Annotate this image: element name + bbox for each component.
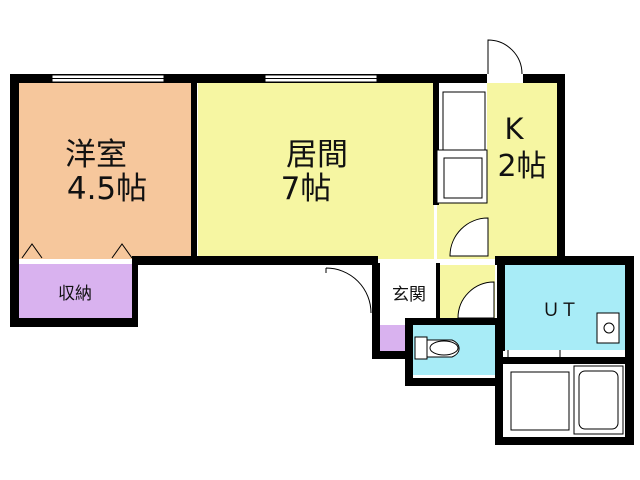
entrance-step-fill (380, 265, 436, 320)
window-icon (264, 74, 378, 83)
living-room-size: 7帖 (281, 171, 332, 207)
closet-fill (18, 264, 133, 319)
closet-label: 収納 (58, 284, 92, 304)
window-icon (51, 74, 165, 83)
western-room-name: 洋室 (65, 137, 127, 173)
door-swing-icon (449, 217, 489, 257)
door-swing-icon (507, 350, 561, 366)
kitchen-fill (487, 82, 557, 259)
door-swing-icon (21, 243, 133, 259)
washbasin-icon (596, 312, 620, 344)
door-swing-icon (487, 39, 523, 83)
door-swing-icon (325, 267, 372, 314)
bathtub-icon (503, 364, 625, 437)
shoe-box-fill (380, 325, 406, 351)
western-room-size: 4.5帖 (67, 171, 147, 207)
western-room-fill (18, 82, 192, 259)
door-swing-icon (457, 281, 495, 319)
kitchen-name: K (504, 112, 524, 146)
living-room-fill (198, 82, 434, 259)
kitchen-size: 2帖 (497, 149, 546, 184)
living-room-name: 居間 (286, 137, 348, 173)
toilet-icon (414, 336, 460, 360)
entrance-label: 玄関 (392, 285, 426, 305)
utility-label: ＵＴ (542, 300, 578, 321)
stove-icon (443, 157, 483, 199)
